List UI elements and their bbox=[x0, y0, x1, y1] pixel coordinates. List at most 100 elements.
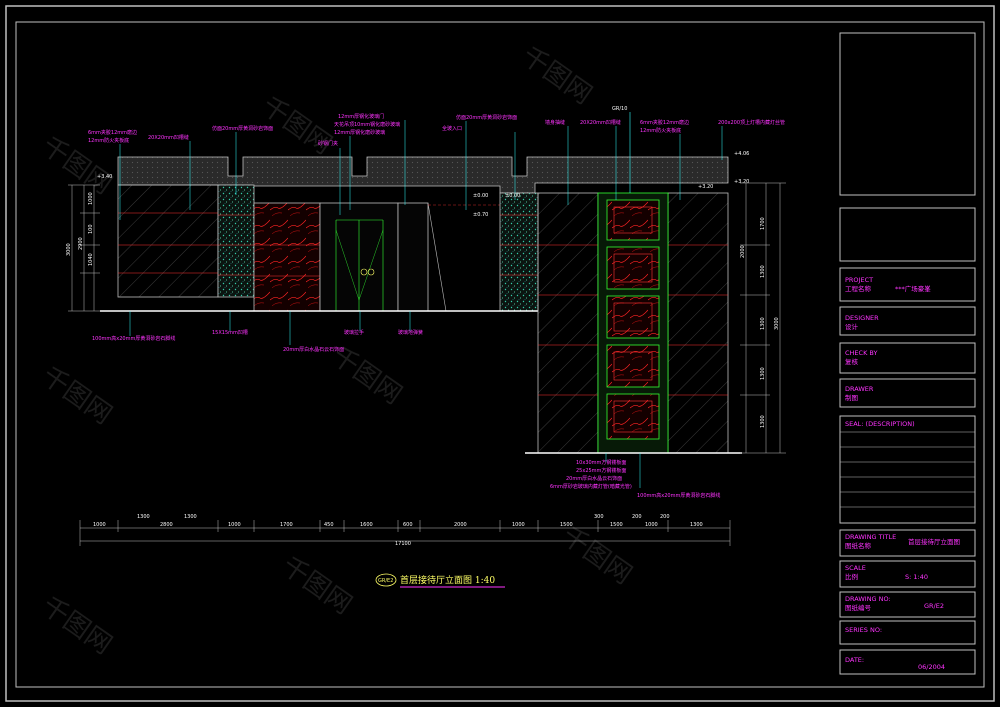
svg-text:450: 450 bbox=[324, 522, 334, 528]
svg-text:千图网: 千图网 bbox=[276, 551, 357, 620]
svg-text:600: 600 bbox=[403, 522, 413, 528]
drawing-no-value: GR/E2 bbox=[924, 602, 944, 610]
designer-label: DESIGNER bbox=[845, 314, 879, 322]
svg-text:1300: 1300 bbox=[184, 514, 197, 520]
left-panel bbox=[117, 184, 219, 298]
svg-text:3000: 3000 bbox=[774, 317, 780, 330]
stone-column-left bbox=[217, 184, 255, 298]
svg-text:2800: 2800 bbox=[160, 522, 173, 528]
svg-text:2000: 2000 bbox=[454, 522, 467, 528]
series-label: SERIES NO: bbox=[845, 626, 882, 634]
dims-left bbox=[68, 184, 100, 312]
project-value: ***广场豪峯 bbox=[895, 284, 931, 293]
svg-text:2900: 2900 bbox=[78, 237, 84, 250]
svg-text:12mm厚钢化磨砂玻璃: 12mm厚钢化磨砂玻璃 bbox=[334, 129, 385, 136]
svg-text:1300: 1300 bbox=[760, 265, 766, 278]
svg-text:±0.00: ±0.00 bbox=[473, 193, 488, 199]
drawer-label: DRAWER bbox=[845, 385, 874, 393]
svg-text:1000: 1000 bbox=[228, 522, 241, 528]
feature-panels bbox=[606, 199, 660, 440]
right-wall-right bbox=[667, 192, 729, 454]
svg-text:1300: 1300 bbox=[760, 415, 766, 428]
notes-top: 6mm夹胶12mm磨边 12mm防火夹板底 20X20mm凹槽缝 仿面20mm厚… bbox=[88, 106, 785, 147]
svg-text:1300: 1300 bbox=[760, 317, 766, 330]
svg-text:20X20mm凹槽缝: 20X20mm凹槽缝 bbox=[580, 119, 621, 126]
svg-text:1300: 1300 bbox=[137, 514, 150, 520]
svg-text:20X20mm凹槽缝: 20X20mm凹槽缝 bbox=[148, 134, 189, 141]
svg-text:200: 200 bbox=[632, 514, 642, 520]
svg-text:200: 200 bbox=[660, 514, 670, 520]
scale-label-cn: 比例 bbox=[845, 572, 858, 581]
svg-text:1000: 1000 bbox=[93, 522, 106, 528]
svg-text:1700: 1700 bbox=[760, 217, 766, 230]
svg-text:15X15mm凹槽: 15X15mm凹槽 bbox=[212, 329, 248, 336]
view-title-text: 首层接待厅立面图 1:40 bbox=[400, 574, 495, 586]
svg-text:1500: 1500 bbox=[610, 522, 623, 528]
total-dimension: 17100 bbox=[395, 541, 411, 547]
svg-text:12mm防火夹板底: 12mm防火夹板底 bbox=[88, 137, 129, 144]
svg-text:+4.06: +4.06 bbox=[734, 151, 749, 157]
elevation-drawing bbox=[100, 112, 742, 454]
svg-text:20mm厚白水晶石云石饰面: 20mm厚白水晶石云石饰面 bbox=[283, 346, 344, 353]
view-title: GR/E2 首层接待厅立面图 1:40 bbox=[375, 573, 505, 588]
svg-text:300: 300 bbox=[594, 514, 604, 520]
svg-text:6mm厚砂岩玻璃内藏灯管(暗藏光管): 6mm厚砂岩玻璃内藏灯管(暗藏光管) bbox=[550, 483, 632, 490]
right-wall-left bbox=[537, 192, 599, 454]
dims-right bbox=[740, 182, 786, 454]
svg-text:25x25mm方钢镂板面: 25x25mm方钢镂板面 bbox=[576, 467, 626, 474]
svg-text:1000: 1000 bbox=[645, 522, 658, 528]
svg-text:玻璃拉手: 玻璃拉手 bbox=[344, 329, 364, 336]
date-value: 06/2004 bbox=[918, 663, 945, 671]
svg-text:100mm高x20mm厚黄洞砂岩石脚线: 100mm高x20mm厚黄洞砂岩石脚线 bbox=[637, 492, 720, 499]
svg-text:6mm夹胶12mm磨边: 6mm夹胶12mm磨边 bbox=[88, 129, 137, 136]
scale-label: SCALE bbox=[845, 564, 866, 572]
svg-text:仿面20mm厚黄洞砂岩饰面: 仿面20mm厚黄洞砂岩饰面 bbox=[212, 125, 273, 132]
title-block bbox=[839, 32, 976, 675]
svg-text:10x30mm方钢镂板面: 10x30mm方钢镂板面 bbox=[576, 459, 626, 466]
view-tag: GR/E2 bbox=[378, 578, 393, 584]
svg-text:3000: 3000 bbox=[66, 243, 72, 256]
svg-text:±0.70: ±0.70 bbox=[473, 212, 488, 218]
svg-text:100mm高x20mm厚黄洞砂岩石脚线: 100mm高x20mm厚黄洞砂岩石脚线 bbox=[92, 335, 175, 342]
notes-bottom: 100mm高x20mm厚黄洞砂岩石脚线 15X15mm凹槽 20mm厚白水晶石云… bbox=[92, 329, 720, 499]
svg-text:1300: 1300 bbox=[690, 522, 703, 528]
check-label: CHECK BY bbox=[845, 349, 878, 357]
svg-text:12mm防火夹板底: 12mm防火夹板底 bbox=[640, 127, 681, 134]
designer-label-cn: 设计 bbox=[845, 322, 859, 331]
svg-text:+3.20: +3.20 bbox=[698, 184, 713, 190]
svg-text:墙身抽缝: 墙身抽缝 bbox=[545, 119, 565, 126]
project-label: PROJECT bbox=[845, 276, 873, 284]
title-block-text: PROJECT 工程名称 ***广场豪峯 DESIGNER 设计 CHECK B… bbox=[845, 276, 960, 671]
outer-frame bbox=[5, 5, 995, 702]
stone-column-right bbox=[499, 192, 539, 312]
svg-text:12mm厚钢化玻璃门: 12mm厚钢化玻璃门 bbox=[338, 113, 384, 120]
svg-text:20mm厚白水晶云石饰面: 20mm厚白水晶云石饰面 bbox=[566, 475, 622, 482]
svg-text:+3.40: +3.40 bbox=[97, 174, 112, 180]
leader-lines bbox=[119, 120, 723, 220]
svg-text:1000: 1000 bbox=[88, 192, 94, 205]
drawing-title-label-cn: 图纸名称 bbox=[845, 541, 872, 550]
marble-panel bbox=[253, 202, 321, 312]
date-label: DATE: bbox=[845, 656, 864, 664]
drawing-title-label: DRAWING TITLE bbox=[845, 533, 896, 541]
svg-text:仿面20mm厚黄洞砂岩饰面: 仿面20mm厚黄洞砂岩饰面 bbox=[456, 114, 517, 121]
svg-text:全玻入口: 全玻入口 bbox=[442, 125, 462, 132]
svg-text:1500: 1500 bbox=[560, 522, 573, 528]
svg-text:千图网: 千图网 bbox=[556, 521, 637, 590]
check-label-cn: 复核 bbox=[845, 357, 859, 366]
bottom-leaders bbox=[129, 311, 641, 488]
svg-text:1700: 1700 bbox=[280, 522, 293, 528]
svg-text:千图网: 千图网 bbox=[36, 591, 117, 660]
svg-text:1300: 1300 bbox=[760, 367, 766, 380]
svg-text:千图网: 千图网 bbox=[516, 41, 597, 110]
svg-text:+3.20: +3.20 bbox=[734, 179, 749, 185]
scale-value: S: 1:40 bbox=[905, 573, 928, 581]
level-markers: +3.40 +4.06 +3.20 +3.20 ±0.00 ±0.00 ±0.7… bbox=[97, 151, 749, 218]
svg-text:1040: 1040 bbox=[88, 253, 94, 266]
svg-text:天花吊顶10mm钢化磨砂玻璃: 天花吊顶10mm钢化磨砂玻璃 bbox=[334, 121, 400, 128]
svg-text:±0.00: ±0.00 bbox=[505, 193, 520, 199]
svg-text:100: 100 bbox=[88, 224, 94, 234]
svg-text:200x200顶上灯槽内藏灯丝管: 200x200顶上灯槽内藏灯丝管 bbox=[718, 119, 785, 126]
project-label-cn: 工程名称 bbox=[845, 284, 872, 293]
